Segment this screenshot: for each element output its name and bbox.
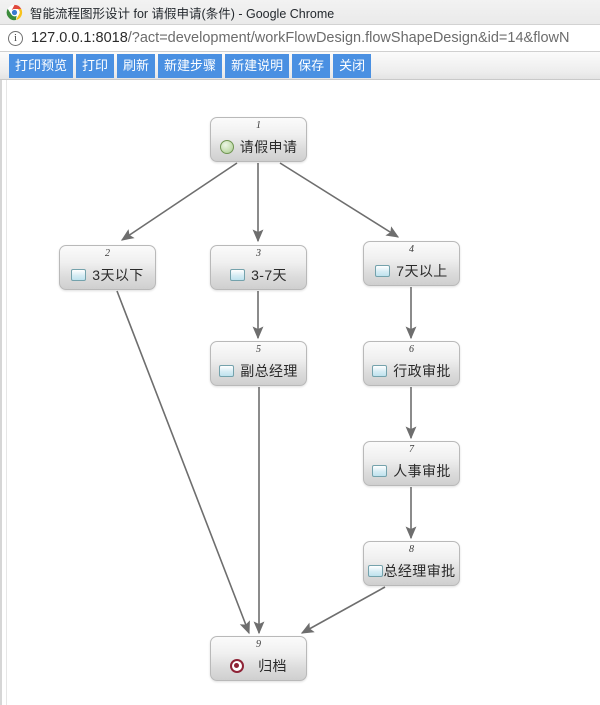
- canvas-left-rule: [6, 80, 7, 705]
- url-path: /?act=development/workFlowDesign.flowSha…: [127, 30, 570, 46]
- step-rect-icon: [219, 364, 235, 377]
- step-rect-icon: [71, 268, 87, 281]
- flow-node-1[interactable]: 1 请假申请: [210, 117, 307, 162]
- node-content: 副总经理: [211, 356, 306, 385]
- node-content: 3-7天: [211, 260, 306, 289]
- edge-8-9: [300, 586, 386, 634]
- node-number: 7: [409, 444, 414, 455]
- step-rect-icon: [367, 564, 383, 577]
- edge-1-4: [279, 162, 400, 238]
- new-step-button[interactable]: 新建步骤: [158, 54, 223, 78]
- node-number: 9: [256, 639, 261, 650]
- flow-node-7[interactable]: 7 人事审批: [363, 441, 460, 486]
- node-content: 总经理审批: [364, 556, 459, 585]
- node-number: 6: [409, 344, 414, 355]
- node-number: 3: [256, 248, 261, 259]
- refresh-button[interactable]: 刷新: [117, 54, 156, 78]
- node-label: 3-7天: [251, 266, 287, 283]
- node-label: 副总经理: [240, 362, 298, 379]
- url-host: 127.0.0.1:8018: [31, 30, 128, 46]
- node-number: 4: [409, 244, 414, 255]
- edge-1-2: [120, 162, 238, 241]
- app-toolbar: 打印预览 打印 刷新 新建步骤 新建说明 保存 关闭: [0, 52, 600, 80]
- node-label: 请假申请: [239, 138, 298, 155]
- node-number: 5: [256, 344, 261, 355]
- node-content: 人事审批: [364, 456, 459, 485]
- flow-node-2[interactable]: 2 3天以下: [59, 245, 156, 290]
- step-rect-icon: [372, 364, 388, 377]
- flow-node-5[interactable]: 5 副总经理: [210, 341, 307, 386]
- print-button[interactable]: 打印: [76, 54, 115, 78]
- node-number: 8: [409, 544, 414, 555]
- node-content: 请假申请: [211, 132, 306, 161]
- node-label: 总经理审批: [383, 562, 456, 579]
- node-label: 3天以下: [92, 266, 144, 283]
- node-content: 行政审批: [364, 356, 459, 385]
- toolbar-button-group: 打印预览 打印 刷新 新建步骤 新建说明 保存 关闭: [9, 54, 372, 78]
- node-label: 7天以上: [396, 262, 448, 279]
- start-circle-icon: [219, 139, 234, 154]
- node-label: 人事审批: [393, 462, 451, 479]
- end-circle-icon: [230, 658, 245, 673]
- window-title: 智能流程图形设计 for 请假申请(条件) - Google Chrome: [30, 6, 335, 21]
- flow-node-3[interactable]: 3 3-7天: [210, 245, 307, 290]
- save-button[interactable]: 保存: [292, 54, 331, 78]
- step-rect-icon: [372, 464, 388, 477]
- step-rect-icon: [375, 264, 391, 277]
- node-number: 2: [105, 248, 110, 259]
- flow-node-4[interactable]: 4 7天以上: [363, 241, 460, 286]
- title-bar: 智能流程图形设计 for 请假申请(条件) - Google Chrome: [0, 0, 600, 25]
- flow-connectors: [116, 162, 417, 635]
- node-content: 3天以下: [60, 260, 155, 289]
- node-number: 1: [256, 120, 261, 131]
- node-label: 归档: [258, 657, 287, 674]
- close-button[interactable]: 关闭: [333, 54, 372, 78]
- new-note-button[interactable]: 新建说明: [225, 54, 290, 78]
- print-preview-button[interactable]: 打印预览: [9, 54, 74, 78]
- node-content: 归档: [211, 651, 306, 680]
- flow-node-8[interactable]: 8 总经理审批: [363, 541, 460, 586]
- step-rect-icon: [230, 268, 246, 281]
- flow-node-9[interactable]: 9 归档: [210, 636, 307, 681]
- address-bar[interactable]: 127.0.0.1:8018/?act=development/workFlow…: [0, 25, 600, 52]
- node-content: 7天以上: [364, 256, 459, 285]
- node-label: 行政审批: [393, 362, 451, 379]
- site-info-icon[interactable]: [8, 30, 23, 46]
- flow-design-canvas[interactable]: 1 请假申请 2 3天以下 3 3-7天 4: [0, 80, 600, 705]
- chrome-logo-icon: [6, 4, 23, 21]
- flow-node-6[interactable]: 6 行政审批: [363, 341, 460, 386]
- url-text[interactable]: 127.0.0.1:8018/?act=development/workFlow…: [31, 30, 600, 46]
